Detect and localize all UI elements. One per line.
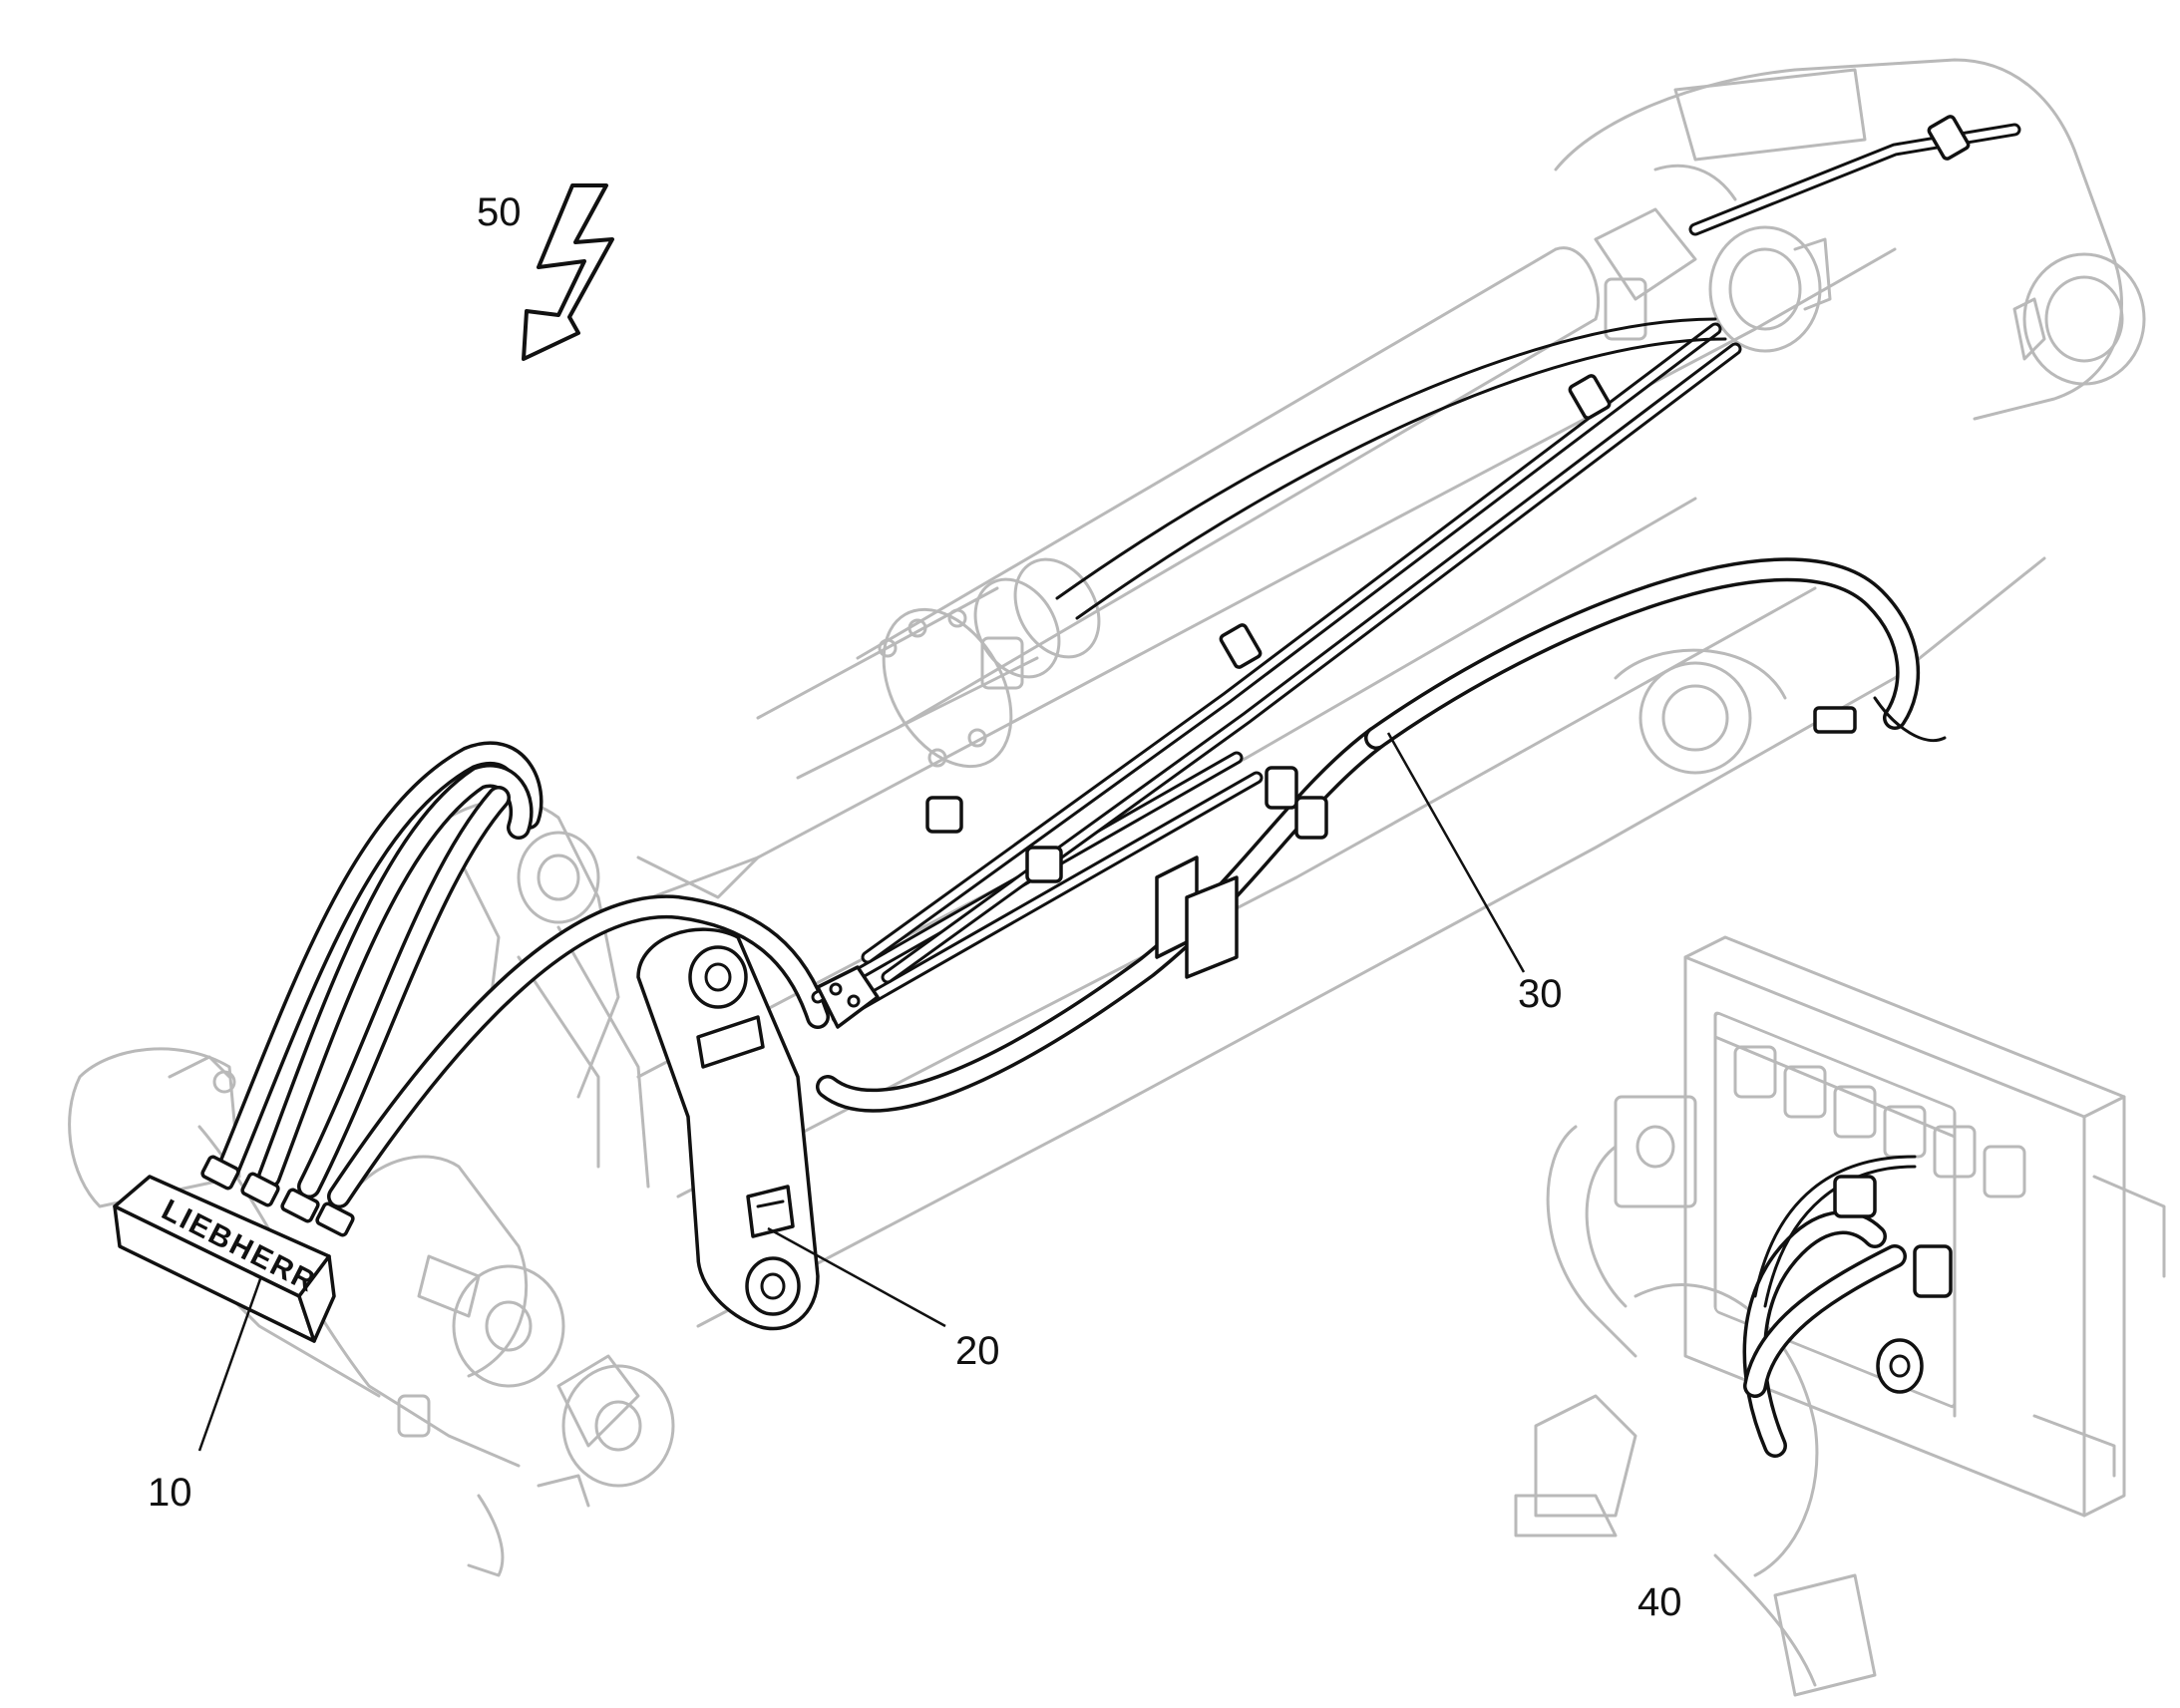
label-30: 30 [1518,972,1563,1016]
bracket-20 [636,927,880,1331]
leader-30 [1386,732,1526,973]
hose-line-30 [816,557,1947,1113]
pipe-lines-boom [811,123,2021,1024]
hose-clamps [925,115,1971,979]
label-20: 20 [955,1329,1000,1373]
hydraulic-cylinder [756,207,1697,780]
leader-10 [197,1275,263,1452]
lightning-arrow-icon [522,183,614,361]
label-40: 40 [1637,1580,1682,1624]
leader-lines [197,732,1526,1452]
label-50: 50 [477,190,522,234]
hose-bundle-coupler [217,741,830,1208]
valve-block-40 [1514,935,2166,1697]
leader-20 [767,1226,946,1328]
label-10: 10 [148,1471,192,1515]
connector-10: LIEBHERR [113,1155,355,1343]
